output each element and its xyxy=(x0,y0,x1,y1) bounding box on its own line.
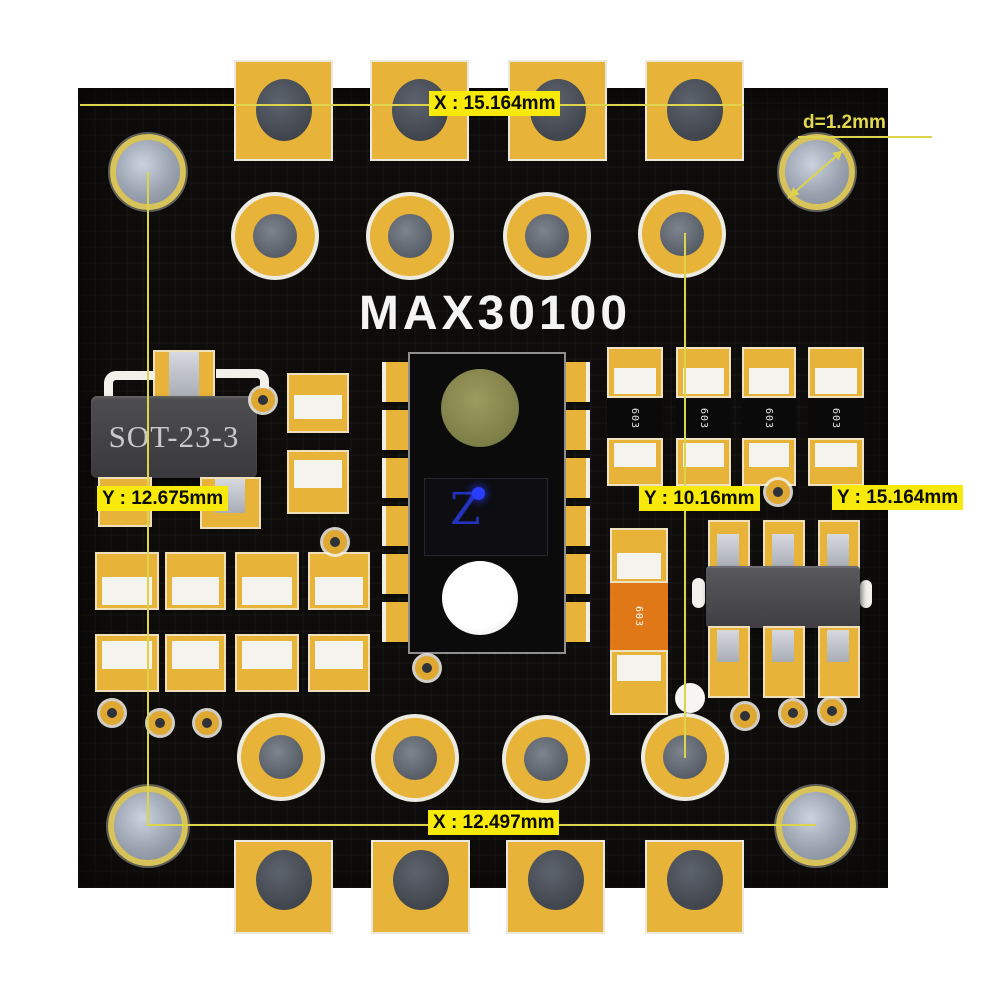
via xyxy=(323,530,347,554)
resistor-footprint: 603 xyxy=(607,347,663,486)
capacitor-label: 603 xyxy=(633,605,645,628)
through-hole-pad xyxy=(231,192,319,280)
resistor-footprint: 603 xyxy=(808,347,864,486)
edge-pad-top-1 xyxy=(234,60,333,161)
smd-footprint xyxy=(287,450,349,514)
via xyxy=(251,388,275,412)
pad-hole xyxy=(392,850,449,910)
sot23-6-component xyxy=(706,566,860,628)
ic-pad xyxy=(382,602,412,642)
dimension-label-hole-diameter: d=1.2mm xyxy=(803,112,886,133)
via xyxy=(148,711,172,735)
sot23-3-label: SOT-23-3 xyxy=(108,419,240,454)
smd-footprint xyxy=(165,552,226,610)
edge-pad-bottom-3 xyxy=(506,840,605,934)
via xyxy=(100,701,124,725)
resistor-label: 603 xyxy=(763,407,775,429)
dimension-label-top-x: X : 15.164mm xyxy=(429,91,561,116)
dimension-label-bottom-x: X : 12.497mm xyxy=(428,810,560,835)
smd-footprint xyxy=(308,552,370,610)
sot6-pad xyxy=(818,520,860,572)
ir-led-window xyxy=(441,369,519,447)
resistor-footprint: 603 xyxy=(742,347,796,486)
ic-pad xyxy=(382,410,412,450)
ic-pad xyxy=(382,362,412,402)
via xyxy=(766,480,790,504)
smd-footprint xyxy=(235,634,299,692)
via xyxy=(415,656,439,680)
blue-indicator-dot xyxy=(472,487,485,500)
through-hole-pad xyxy=(366,192,454,280)
resistor-label: 603 xyxy=(698,407,709,429)
via xyxy=(820,699,844,723)
ic-pad xyxy=(382,554,412,594)
smd-footprint xyxy=(95,634,159,692)
solder-blob xyxy=(692,578,705,608)
silkscreen-bracket-right xyxy=(216,369,269,406)
pad-hole xyxy=(666,850,723,910)
sot6-pad xyxy=(818,626,860,698)
via xyxy=(195,711,219,735)
sot6-pad xyxy=(708,520,750,572)
dimension-underline-d xyxy=(798,136,932,138)
edge-pad-top-4 xyxy=(645,60,744,161)
silkscreen-bracket-left xyxy=(104,371,155,406)
dimension-label-mid-y: Y : 10.16mm xyxy=(639,486,760,511)
pad-hole xyxy=(527,850,584,910)
dimension-label-right-y: Y : 15.164mm xyxy=(832,485,964,510)
sot6-pad xyxy=(763,520,805,572)
solder-blob xyxy=(860,580,872,608)
capacitor-footprint: 603 xyxy=(610,528,668,715)
sot6-pad xyxy=(708,626,750,698)
pad-hole xyxy=(255,850,312,910)
pad-hole xyxy=(666,79,723,141)
pad-hole xyxy=(255,79,312,141)
sot23-3-component: SOT-23-3 xyxy=(91,396,257,478)
white-dot-marker xyxy=(675,683,705,713)
ic-pad xyxy=(382,506,412,546)
sot23-pad xyxy=(153,350,215,401)
dimension-label-left-y: Y : 12.675mm xyxy=(97,486,229,511)
via xyxy=(733,704,757,728)
through-hole-pad xyxy=(503,192,591,280)
smd-footprint xyxy=(165,634,226,692)
dimension-line-top-x xyxy=(80,104,744,106)
resistor-label: 603 xyxy=(629,407,641,429)
mounting-hole-bottom-right xyxy=(776,786,856,866)
through-hole-pad xyxy=(502,715,590,803)
smd-footprint xyxy=(287,373,349,433)
through-hole-pad xyxy=(638,190,726,278)
resistor-label: 603 xyxy=(830,407,842,429)
smd-footprint xyxy=(308,634,370,692)
red-led-window xyxy=(442,561,518,635)
component-lead xyxy=(169,352,199,397)
through-hole-pad xyxy=(237,713,325,801)
edge-pad-bottom-1 xyxy=(234,840,333,934)
smd-footprint xyxy=(95,552,159,610)
photodetector-window xyxy=(424,478,548,556)
ic-pad xyxy=(382,458,412,498)
through-hole-pad xyxy=(371,714,459,802)
edge-pad-bottom-2 xyxy=(371,840,470,934)
via xyxy=(781,701,805,725)
smd-footprint xyxy=(235,552,299,610)
edge-pad-bottom-4 xyxy=(645,840,744,934)
board-title: MAX30100 xyxy=(358,287,632,340)
sot6-pad xyxy=(763,626,805,698)
